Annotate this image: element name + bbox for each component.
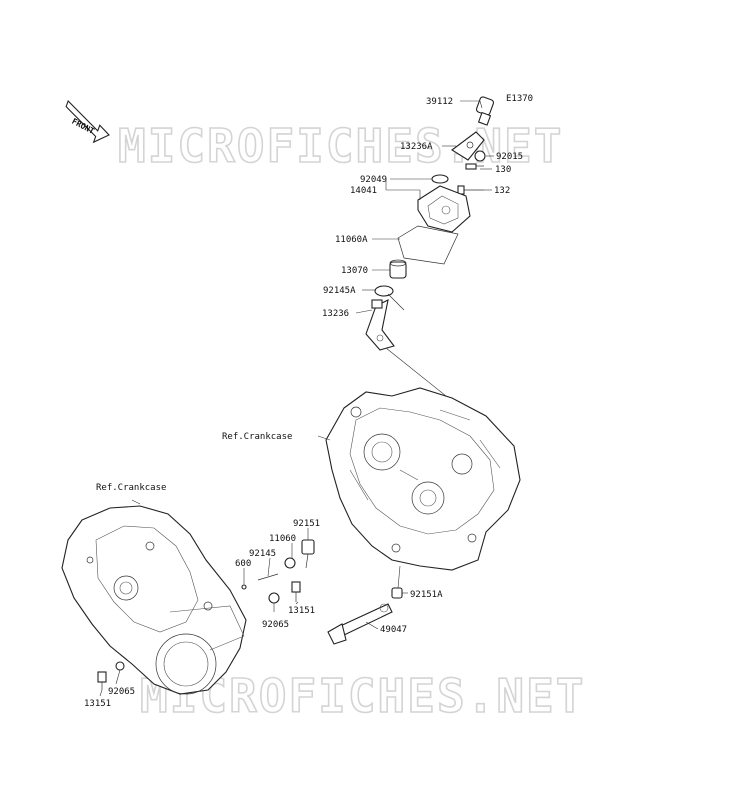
- label-92145A: 92145A: [323, 286, 356, 296]
- part-92145-spring: [257, 573, 279, 581]
- label-11060: 11060: [269, 534, 296, 544]
- label-130: 130: [495, 165, 511, 175]
- part-11060-washer: [284, 557, 296, 569]
- label-39112: 39112: [426, 97, 453, 107]
- label-92049: 92049: [360, 175, 387, 185]
- part-13070-bushing: [389, 259, 407, 279]
- label-13151-mid: 13151: [288, 606, 315, 616]
- part-92015-nut: [474, 150, 486, 162]
- front-arrow-icon: FRONT: [65, 99, 110, 144]
- label-132: 132: [494, 186, 510, 196]
- label-92151A: 92151A: [410, 590, 443, 600]
- part-92145A-spring: [374, 285, 405, 311]
- part-11060A-gasket: [397, 225, 459, 265]
- crankcase-left: [61, 499, 247, 695]
- watermark-top: MICROFICHES.NET: [118, 119, 563, 173]
- label-92015: 92015: [496, 152, 523, 162]
- part-13151-bolt-low: [97, 671, 107, 690]
- part-13236A-bracket: [451, 131, 485, 161]
- part-13236-lever: [365, 299, 395, 351]
- part-130-bolt: [465, 163, 484, 170]
- label-600: 600: [235, 559, 251, 569]
- leader-lines-lower: [99, 528, 408, 697]
- part-92065-washer-low: [115, 661, 125, 671]
- part-14041-cover: [417, 185, 471, 233]
- label-92151-top: 92151: [293, 519, 320, 529]
- label-13236A: 13236A: [400, 142, 433, 152]
- part-92049-oring: [431, 174, 449, 184]
- label-49047: 49047: [380, 625, 407, 635]
- label-92065-low: 92065: [108, 687, 135, 697]
- label-ref-crankcase-right: Ref.Crankcase: [222, 432, 292, 442]
- part-49047-shaft: [327, 603, 393, 645]
- part-92151-plug: [301, 539, 315, 569]
- label-ref-crankcase-left: Ref.Crankcase: [96, 483, 166, 493]
- diagram-code: E1370: [506, 94, 533, 104]
- label-14041: 14041: [350, 186, 377, 196]
- part-92065-washer-mid: [268, 592, 280, 604]
- label-92065-mid: 92065: [262, 620, 289, 630]
- part-39112-sensor: [475, 96, 495, 126]
- part-600-ball: [241, 584, 247, 590]
- label-13151-low: 13151: [84, 699, 111, 709]
- part-132-bolt: [457, 185, 484, 195]
- label-13236: 13236: [322, 309, 349, 319]
- part-13151-bolt-mid: [291, 581, 301, 602]
- part-92151A-plug: [391, 587, 403, 599]
- label-13070: 13070: [341, 266, 368, 276]
- label-11060A: 11060A: [335, 235, 368, 245]
- crankcase-right: [317, 387, 521, 571]
- label-92145: 92145: [249, 549, 276, 559]
